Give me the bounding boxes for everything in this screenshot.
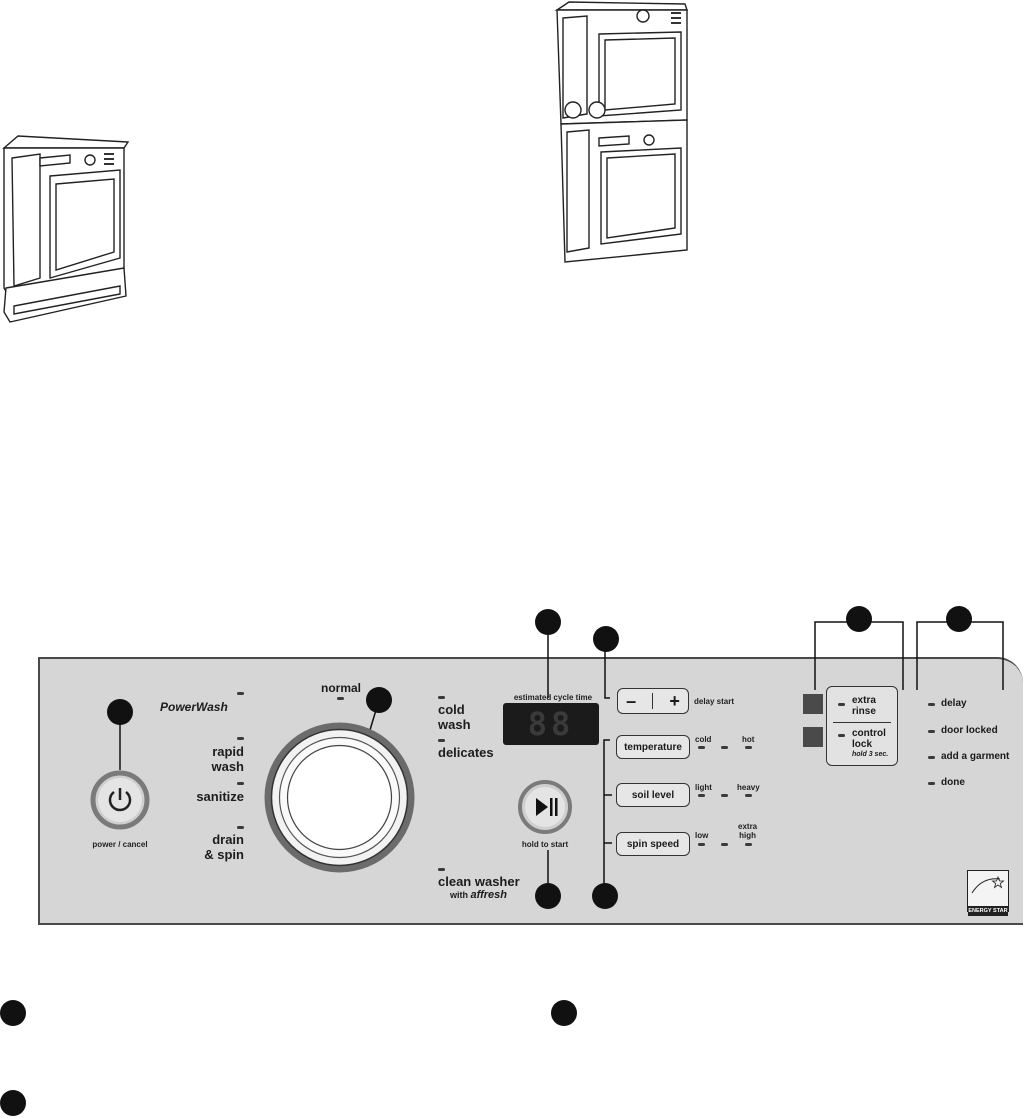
option-led (698, 794, 705, 797)
cycle-led (237, 782, 244, 785)
option-led (698, 843, 705, 846)
callout-marker (593, 626, 619, 652)
option-led (698, 746, 705, 749)
washer-on-pedestal-illustration (2, 135, 130, 323)
option-led (721, 794, 728, 797)
sanitize-label[interactable]: sanitize (196, 789, 244, 804)
cycle-led (438, 739, 445, 742)
play-icon (536, 798, 548, 816)
status-led (928, 756, 935, 759)
power-button[interactable] (90, 770, 150, 830)
cycle-time-display: 88 (503, 703, 599, 745)
delay-start-label: delay start (694, 697, 735, 706)
option-led (745, 746, 752, 749)
stacked-washer-dryer-illustration (554, 1, 688, 263)
hold-to-start-label: hold to start (521, 840, 569, 849)
delay-start-stepper[interactable]: – + (617, 688, 689, 714)
cycle-led (237, 737, 244, 740)
control-lock-indicator-square (803, 727, 823, 747)
extra-rinse-indicator-square (803, 694, 823, 714)
option-led (745, 794, 752, 797)
callout-marker (535, 609, 561, 635)
callout-marker (107, 699, 133, 725)
drain-spin-label[interactable]: drain& spin (204, 832, 244, 862)
temp-cold-label: cold (695, 735, 712, 744)
hold-3-sec-note: hold 3 sec. (852, 751, 889, 758)
callout-marker (846, 606, 872, 632)
cycle-led (438, 696, 445, 699)
powerwash-label: PowerWash (160, 700, 228, 714)
status-done: done (941, 777, 965, 788)
cycle-led (237, 826, 244, 829)
clean-washer-label[interactable]: clean washer (438, 874, 520, 889)
option-led (838, 734, 845, 737)
power-cancel-label: power / cancel (92, 840, 148, 849)
status-led (928, 782, 935, 785)
callout-marker (535, 883, 561, 909)
power-icon (108, 791, 132, 812)
status-led (928, 703, 935, 706)
cycle-led (237, 692, 244, 695)
spin-low-label: low (695, 831, 709, 840)
options-divider (833, 722, 891, 723)
soil-heavy-label: heavy (737, 783, 760, 792)
cycle-led (337, 697, 344, 700)
option-led (745, 843, 752, 846)
cycle-selector-dial[interactable] (262, 720, 417, 875)
soil-light-label: light (695, 783, 712, 792)
plus-button[interactable]: + (669, 690, 680, 711)
option-led (838, 703, 845, 706)
delicates-label[interactable]: delicates (438, 745, 494, 760)
status-add-garment: add a garment (941, 751, 1010, 762)
legend-marker (551, 1000, 577, 1026)
temperature-button[interactable]: temperature (616, 735, 690, 759)
star-icon (971, 875, 1005, 894)
option-led (721, 746, 728, 749)
normal-label[interactable]: normal (321, 681, 362, 695)
soil-level-button[interactable]: soil level (616, 783, 690, 807)
energy-star-logo: ENERGY STAR (967, 870, 1009, 916)
legend-marker (0, 1000, 26, 1026)
callout-marker (366, 687, 392, 713)
with-affresh-label: with affresh (450, 889, 507, 901)
estimated-cycle-time-label: estimated cycle time (513, 693, 593, 702)
callout-marker (946, 606, 972, 632)
option-led (721, 843, 728, 846)
spin-speed-button[interactable]: spin speed (616, 832, 690, 856)
options-box (826, 686, 898, 766)
legend-marker (0, 1090, 26, 1116)
cycle-led (438, 868, 445, 871)
status-door-locked: door locked (941, 725, 998, 736)
temp-hot-label: hot (742, 735, 755, 744)
status-led (928, 730, 935, 733)
callout-marker (592, 883, 618, 909)
start-pause-button[interactable] (518, 780, 572, 834)
status-delay: delay (941, 698, 967, 709)
minus-button[interactable]: – (626, 690, 637, 711)
